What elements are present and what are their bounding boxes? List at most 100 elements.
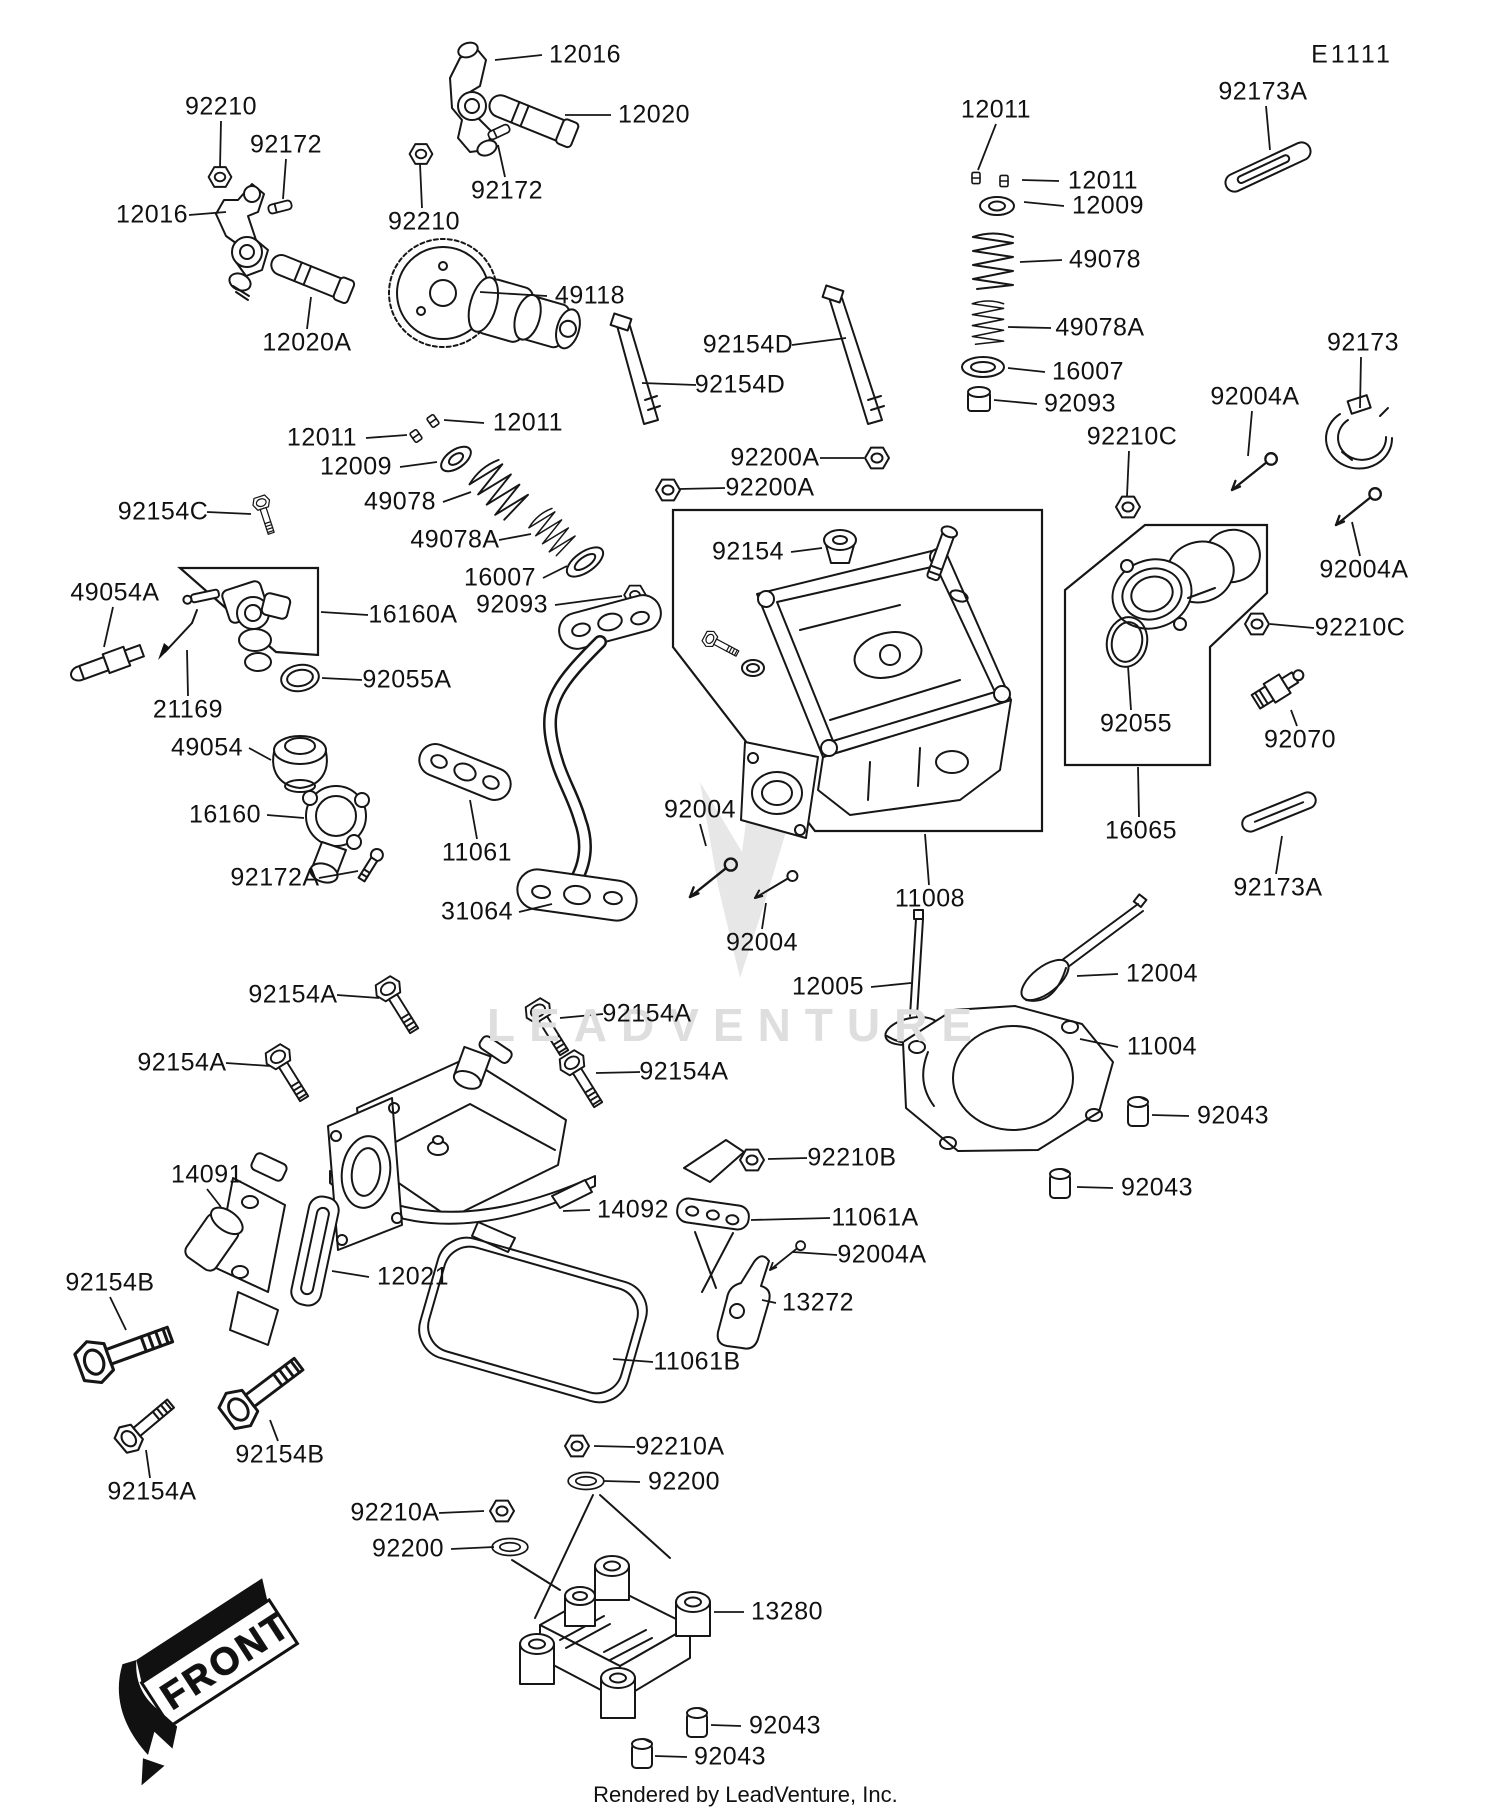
leader-line xyxy=(1019,259,1063,263)
part-label-92004: 92004 xyxy=(663,795,737,824)
fitting-assembly-drawing xyxy=(182,580,292,672)
chain-guide-strip-bottom-drawing xyxy=(1241,791,1317,833)
holder-drawing xyxy=(184,1152,288,1346)
leader-line xyxy=(1021,179,1060,182)
leader-line xyxy=(320,611,369,616)
part-label-92154A: 92154A xyxy=(248,980,338,1009)
exhaust-valve-drawing xyxy=(1020,893,1148,1002)
clamp-drawing xyxy=(1325,394,1394,470)
part-label-92210: 92210 xyxy=(184,92,258,121)
page-code: E1111 xyxy=(1311,40,1393,69)
part-label-92004A: 92004A xyxy=(1319,555,1409,584)
leader-line xyxy=(497,144,506,178)
leader-line xyxy=(761,902,767,930)
part-label-92173A: 92173A xyxy=(1233,873,1323,902)
part-label-49054: 49054 xyxy=(170,733,244,762)
leader-line xyxy=(1079,1038,1119,1048)
leader-line xyxy=(792,1251,838,1256)
leader-line xyxy=(336,994,380,999)
part-label-92173: 92173 xyxy=(1326,328,1400,357)
chain-guide-strip-top-drawing xyxy=(1224,141,1312,193)
leader-line xyxy=(554,595,623,606)
leader-line xyxy=(1351,521,1361,557)
part-label-14092: 14092 xyxy=(596,1195,670,1224)
leader-line xyxy=(699,823,707,847)
valve-cover-drawing xyxy=(327,1035,596,1253)
leader-line xyxy=(399,461,438,468)
part-label-11008: 11008 xyxy=(894,884,966,913)
part-label-12020A: 12020A xyxy=(262,328,352,357)
leader-line xyxy=(641,382,697,386)
part-label-92093: 92093 xyxy=(475,590,549,619)
leader-line xyxy=(1290,709,1298,727)
leader-line xyxy=(318,870,359,879)
leader-line xyxy=(1127,665,1132,711)
leader-line xyxy=(603,1480,641,1483)
part-label-12011: 12011 xyxy=(286,423,358,452)
leader-line xyxy=(1007,367,1046,373)
leader-line xyxy=(188,211,227,216)
part-label-16007: 16007 xyxy=(1051,357,1125,386)
head-plug-drawing xyxy=(823,529,857,564)
leader-line xyxy=(442,491,472,503)
context-lines xyxy=(511,1494,671,1619)
leader-line xyxy=(612,1358,654,1363)
leader-line xyxy=(321,677,363,681)
part-label-92200: 92200 xyxy=(647,1467,721,1496)
part-label-92210: 92210 xyxy=(387,207,461,236)
insulator-plate-drawing xyxy=(290,1195,340,1307)
part-label-49078: 49078 xyxy=(1068,245,1142,274)
part-label-92154B: 92154B xyxy=(235,1440,325,1469)
leader-line xyxy=(219,120,222,169)
part-label-92154A: 92154A xyxy=(602,999,692,1028)
leader-line xyxy=(494,54,543,61)
part-label-16065: 16065 xyxy=(1104,816,1178,845)
part-label-16160A: 16160A xyxy=(368,600,458,629)
part-label-92154A: 92154A xyxy=(137,1048,227,1077)
leader-line xyxy=(479,291,548,297)
part-label-92173A: 92173A xyxy=(1218,77,1308,106)
leader-line xyxy=(1151,1114,1190,1117)
leader-line xyxy=(1265,105,1271,151)
leader-line xyxy=(1076,973,1119,977)
leader-line xyxy=(450,1546,495,1550)
part-label-92200: 92200 xyxy=(371,1534,445,1563)
leader-line xyxy=(206,511,252,515)
oil-pipe-drawing xyxy=(516,594,662,922)
leader-line xyxy=(977,123,997,171)
part-label-92043: 92043 xyxy=(1120,1173,1194,1202)
rod-drawing xyxy=(158,609,198,660)
footer-credit: Rendered by LeadVenture, Inc. xyxy=(593,1782,898,1807)
part-label-92200A: 92200A xyxy=(730,443,820,472)
tensioner-lever-drawing xyxy=(716,1255,771,1350)
leader-line xyxy=(498,533,532,541)
part-label-92210A: 92210A xyxy=(350,1498,440,1527)
leader-line xyxy=(145,1449,151,1479)
leader-line xyxy=(1275,835,1283,875)
part-label-14091: 14091 xyxy=(170,1160,244,1189)
leader-line xyxy=(1137,766,1140,818)
leader-line xyxy=(248,747,272,761)
leader-line xyxy=(1126,450,1130,497)
breather-fitting-drawing xyxy=(302,785,370,884)
leader-line xyxy=(595,1071,641,1074)
leader-line xyxy=(1023,201,1065,207)
leader-line xyxy=(924,833,930,886)
manifold-oring-drawing xyxy=(1105,616,1149,668)
part-label-12016: 12016 xyxy=(548,40,622,69)
part-label-92004: 92004 xyxy=(725,928,799,957)
part-label-92055A: 92055A xyxy=(362,665,452,694)
part-label-49054A: 49054A xyxy=(70,578,160,607)
part-label-16160: 16160 xyxy=(188,800,262,829)
part-label-92154C: 92154C xyxy=(117,497,209,526)
part-label-12011: 12011 xyxy=(960,95,1032,124)
part-label-92172A: 92172A xyxy=(230,863,320,892)
part-label-92154D: 92154D xyxy=(694,370,786,399)
leader-line xyxy=(870,982,912,988)
part-label-11061: 11061 xyxy=(441,838,513,867)
small-plate-drawing xyxy=(676,1139,750,1293)
leader-line xyxy=(542,565,568,579)
leader-lines xyxy=(103,54,1362,1758)
